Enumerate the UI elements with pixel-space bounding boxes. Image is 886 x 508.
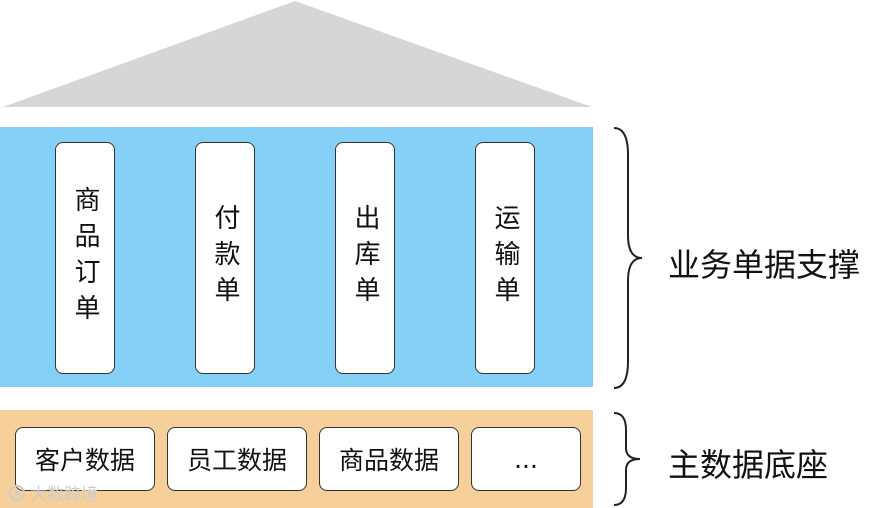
pillar-outbound: 出库单 bbox=[335, 142, 395, 374]
pillar-label: 商品订单 bbox=[70, 186, 100, 330]
data-box-product: 商品数据 bbox=[319, 427, 459, 491]
pillar-order: 商品订单 bbox=[55, 142, 115, 374]
data-box-label: ... bbox=[514, 444, 538, 474]
business-layer-label: 业务单据支撑 bbox=[668, 246, 861, 284]
data-box-more: ... bbox=[471, 427, 581, 491]
pillar-label: 出库单 bbox=[350, 204, 380, 312]
data-box-customer: 客户数据 bbox=[15, 427, 155, 491]
business-brace bbox=[613, 127, 643, 389]
watermark: 大数跨境 bbox=[8, 480, 98, 505]
master-brace bbox=[613, 412, 641, 506]
data-box-label: 员工数据 bbox=[186, 446, 287, 475]
data-box-employee: 员工数据 bbox=[167, 427, 307, 491]
data-box-label: 客户数据 bbox=[34, 446, 135, 475]
master-layer-label: 主数据底座 bbox=[668, 446, 829, 484]
roof-triangle bbox=[3, 1, 592, 107]
pillar-payment: 付款单 bbox=[195, 142, 255, 374]
pillar-label: 付款单 bbox=[210, 204, 240, 312]
data-box-label: 商品数据 bbox=[338, 446, 439, 475]
pillar-shipping: 运输单 bbox=[475, 142, 535, 374]
logo-icon bbox=[9, 484, 25, 501]
watermark-text: 大数跨境 bbox=[30, 485, 98, 505]
pillar-label: 运输单 bbox=[490, 204, 520, 312]
